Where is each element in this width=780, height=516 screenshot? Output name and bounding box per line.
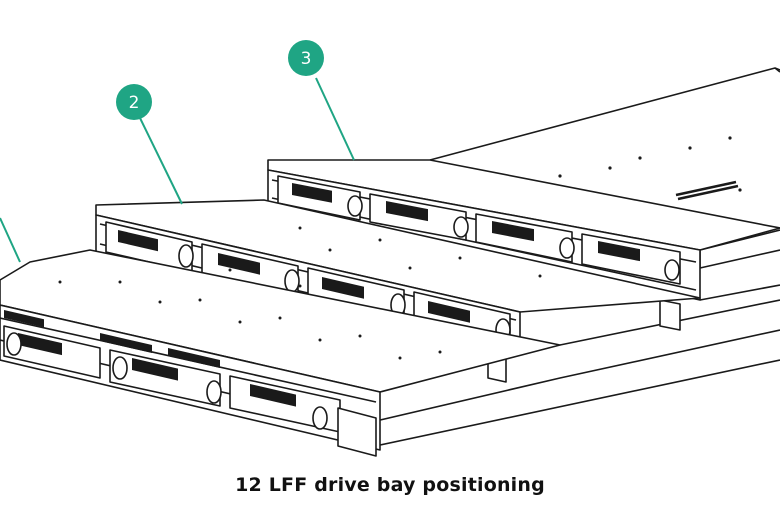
- callout-3: 3: [288, 40, 355, 161]
- leader-line-2: [139, 117, 183, 205]
- callout-circle-icon: [288, 40, 324, 76]
- callout-circle-icon: [116, 84, 152, 120]
- drive-cage-tier-3: [267, 159, 780, 331]
- leader-line-1: [0, 217, 21, 263]
- callout-label-3: 3: [301, 49, 312, 69]
- callout-label-2: 2: [129, 93, 140, 113]
- drive-bay-group-1: [3, 310, 341, 433]
- drive-bay-group-3: [277, 175, 681, 285]
- figure-caption: 12 LFF drive bay positioning: [235, 474, 545, 496]
- leader-line-3: [315, 77, 355, 161]
- drive-cage-tier-1: [0, 249, 561, 457]
- callout-2: 2: [116, 84, 183, 205]
